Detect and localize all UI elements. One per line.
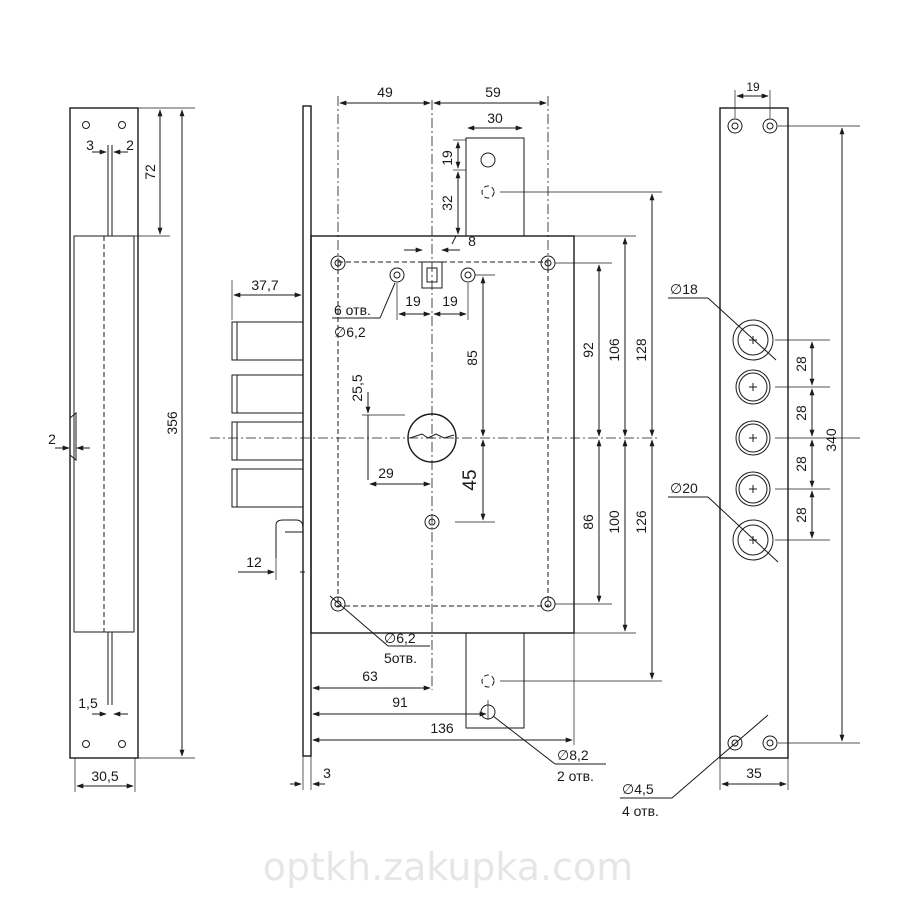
dim-12: 12 xyxy=(246,554,262,570)
note-dia-4-5: ∅4,5 xyxy=(622,781,654,797)
note-6-holes: 6 отв. xyxy=(334,302,371,318)
note-dia-6-2: ∅6,2 xyxy=(334,324,366,340)
dim-25-5: 25,5 xyxy=(349,374,365,401)
left-side-view: 356 72 3 2 2 1,5 30,5 xyxy=(48,107,195,792)
note-dia-8-2: ∅8,2 xyxy=(557,747,589,763)
dim-45: 45 xyxy=(460,469,481,490)
dim-3: 3 xyxy=(323,765,331,781)
dim-340: 340 xyxy=(823,428,839,452)
dim-19-left: 19 xyxy=(405,293,421,309)
dim-85: 85 xyxy=(464,350,480,366)
dim-128: 128 xyxy=(633,338,649,362)
center-front-view: 49 59 30 19 32 8 37,7 6 отв. ∅6,2 19 19 xyxy=(210,84,662,790)
dim-356: 356 xyxy=(164,411,180,435)
dim-126: 126 xyxy=(633,510,649,534)
dim-63: 63 xyxy=(362,668,378,684)
dim-37-7: 37,7 xyxy=(251,277,278,293)
dim-28-d: 28 xyxy=(793,507,809,523)
lock-body xyxy=(310,235,575,634)
dim-35: 35 xyxy=(746,765,762,781)
deadbolts xyxy=(231,321,304,558)
dim-8: 8 xyxy=(468,233,476,249)
left-faceplate-outline xyxy=(69,107,139,759)
strike-bolt-holes xyxy=(732,319,774,561)
dim-2-side: 2 xyxy=(48,431,56,447)
bottom-bolt xyxy=(465,633,525,729)
dim-28-a: 28 xyxy=(793,356,809,372)
dim-86: 86 xyxy=(580,514,596,530)
top-bolt xyxy=(465,137,525,236)
note-4-holes: 4 отв. xyxy=(622,803,659,819)
dim-right-19: 19 xyxy=(746,80,760,94)
right-strike-plate-view: 19 ∅18 ∅20 28 28 28 28 340 35 xyxy=(620,80,860,819)
dim-30: 30 xyxy=(487,110,503,126)
dim-100: 100 xyxy=(606,510,622,534)
mounting-outline xyxy=(337,261,549,607)
dim-19-right: 19 xyxy=(442,293,458,309)
dim-1-5: 1,5 xyxy=(78,695,98,711)
dim-136: 136 xyxy=(430,720,454,736)
note-2-holes: 2 отв. xyxy=(557,768,594,784)
front-faceplate xyxy=(302,105,312,757)
note-dia-18: ∅18 xyxy=(670,281,698,297)
note-dia-6-2-bottom: ∅6,2 xyxy=(384,630,416,646)
note-dia-20: ∅20 xyxy=(670,480,698,496)
dim-2-top: 2 xyxy=(126,137,134,153)
dim-92: 92 xyxy=(580,342,596,358)
dim-106: 106 xyxy=(606,338,622,362)
dim-28-b: 28 xyxy=(793,405,809,421)
dim-72: 72 xyxy=(142,164,158,180)
watermark-text: optkh.zakupka.com xyxy=(263,845,634,889)
dim-19-top: 19 xyxy=(439,150,455,166)
note-5-holes: 5отв. xyxy=(384,650,417,666)
dim-32: 32 xyxy=(439,195,455,211)
dim-28-c: 28 xyxy=(793,456,809,472)
dim-91: 91 xyxy=(392,694,408,710)
dim-29: 29 xyxy=(378,465,394,481)
dim-3-top: 3 xyxy=(86,137,94,153)
dim-30-5: 30,5 xyxy=(91,768,118,784)
dim-49: 49 xyxy=(377,84,393,100)
left-screw-holes xyxy=(82,121,126,748)
strike-plate-outline xyxy=(719,107,789,759)
dim-59: 59 xyxy=(485,84,501,100)
